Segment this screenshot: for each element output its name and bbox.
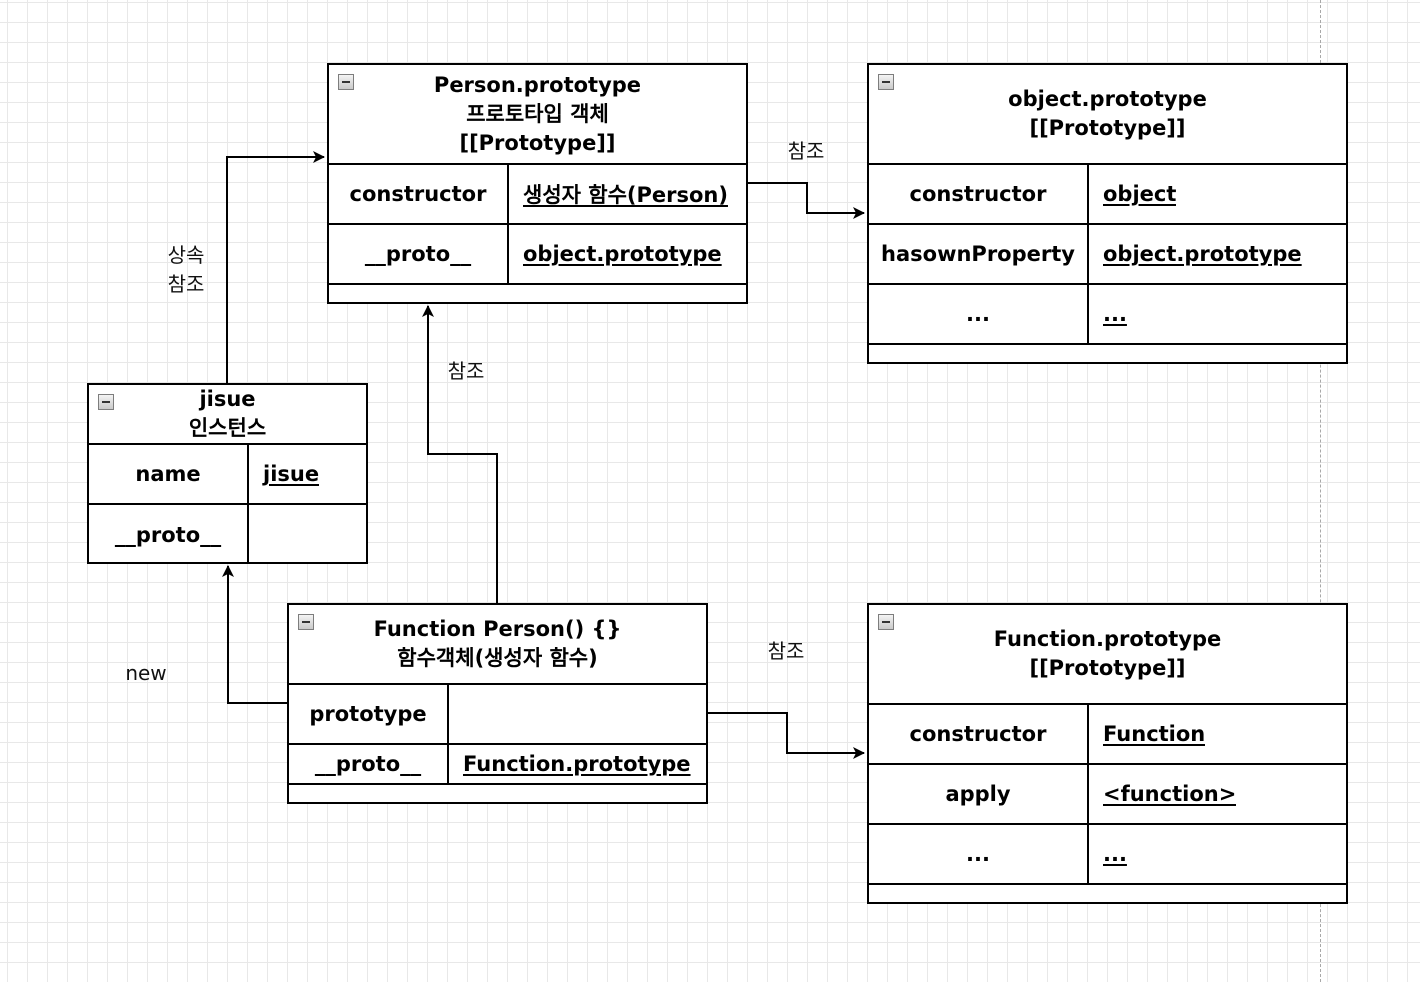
function-prototype-box[interactable]: Function.prototype [[Prototype]] constru… (867, 603, 1348, 904)
object-prototype-row-more: ... ... (869, 285, 1346, 345)
row-value: object.prototype (523, 242, 722, 266)
row-key: __proto__ (289, 745, 449, 783)
edge-function-person-to-person-prototype[interactable] (422, 305, 498, 603)
edge-label-inherit-ref: 상속 참조 (156, 241, 216, 299)
row-key: constructor (869, 165, 1089, 223)
object-prototype-row-hasownproperty: hasownProperty object.prototype (869, 225, 1346, 285)
page-boundary-line (1320, 0, 1321, 982)
row-key: __proto__ (89, 505, 249, 564)
edge-label-ref-person-proto: 참조 (447, 359, 485, 383)
row-key: ... (869, 825, 1089, 883)
jisue-instance-row-name: name jisue (89, 445, 366, 505)
row-key: hasownProperty (869, 225, 1089, 283)
person-prototype-header: Person.prototype 프로토타입 객체 [[Prototype]] (329, 65, 746, 165)
row-key: constructor (869, 705, 1089, 763)
row-key: ... (869, 285, 1089, 343)
person-prototype-box[interactable]: Person.prototype 프로토타입 객체 [[Prototype]] … (327, 63, 748, 304)
function-person-row-prototype: prototype (289, 685, 706, 745)
collapse-icon[interactable] (98, 394, 114, 410)
row-key: name (89, 445, 249, 503)
function-prototype-row-more: ... ... (869, 825, 1346, 885)
box-title-line: [[Prototype]] (1029, 656, 1186, 680)
jisue-instance-row-proto: __proto__ (89, 505, 366, 564)
row-value: ... (1103, 302, 1127, 326)
row-value: object.prototype (1103, 242, 1302, 266)
edge-label-line: 상속 (167, 243, 205, 267)
collapse-icon[interactable] (338, 74, 354, 90)
function-person-row-proto: __proto__ Function.prototype (289, 745, 706, 785)
row-key: prototype (289, 685, 449, 743)
jisue-instance-header: jisue 인스턴스 (89, 385, 366, 445)
row-value: jisue (263, 462, 320, 486)
row-key: constructor (329, 165, 509, 223)
object-prototype-box[interactable]: object.prototype [[Prototype]] construct… (867, 63, 1348, 364)
jisue-instance-box[interactable]: jisue 인스턴스 name jisue __proto__ (87, 383, 368, 564)
collapse-icon[interactable] (298, 614, 314, 630)
function-person-box[interactable]: Function Person() {} 함수객체(생성자 함수) protot… (287, 603, 708, 804)
row-value (449, 685, 463, 743)
box-title-line: 인스턴스 (188, 416, 267, 440)
row-value: 생성자 함수(Person) (523, 183, 728, 207)
function-prototype-header: Function.prototype [[Prototype]] (869, 605, 1346, 705)
box-title-line: Function Person() {} (373, 617, 622, 641)
edge-person-constructor-to-object-prototype[interactable] (747, 182, 865, 219)
edge-label-ref-function-proto: 참조 (767, 639, 805, 663)
row-value: <function> (1103, 782, 1237, 806)
edge-label-ref-object: 참조 (787, 139, 825, 163)
edge-new-function-person-to-jisue[interactable] (222, 565, 287, 704)
box-title-line: object.prototype (1008, 87, 1207, 111)
box-title-line: Function.prototype (993, 627, 1222, 651)
row-value (249, 505, 263, 564)
function-person-header: Function Person() {} 함수객체(생성자 함수) (289, 605, 706, 685)
edge-function-person-to-function-prototype[interactable] (707, 712, 865, 759)
box-title-line: 함수객체(생성자 함수) (397, 646, 598, 670)
row-key: apply (869, 765, 1089, 823)
box-title-line: [[Prototype]] (1029, 116, 1186, 140)
person-prototype-row-constructor: constructor 생성자 함수(Person) (329, 165, 746, 225)
object-prototype-row-constructor: constructor object (869, 165, 1346, 225)
function-prototype-row-apply: apply <function> (869, 765, 1346, 825)
row-value: ... (1103, 842, 1127, 866)
function-prototype-row-constructor: constructor Function (869, 705, 1346, 765)
collapse-icon[interactable] (878, 74, 894, 90)
edge-label-new: new (125, 661, 167, 685)
collapse-icon[interactable] (878, 614, 894, 630)
person-prototype-row-proto: __proto__ object.prototype (329, 225, 746, 285)
object-prototype-header: object.prototype [[Prototype]] (869, 65, 1346, 165)
box-title-line: jisue (199, 387, 256, 411)
edge-label-line: 참조 (167, 272, 205, 296)
box-title-line: [[Prototype]] (459, 130, 616, 155)
edge-jisue-to-person-prototype[interactable] (226, 151, 325, 383)
row-key: __proto__ (329, 225, 509, 283)
row-value: Function (1103, 722, 1206, 746)
box-title-line: 프로토타입 객체 (466, 101, 609, 126)
box-title-line: Person.prototype (433, 72, 642, 97)
row-value: object (1103, 182, 1177, 206)
row-value: Function.prototype (463, 752, 691, 776)
